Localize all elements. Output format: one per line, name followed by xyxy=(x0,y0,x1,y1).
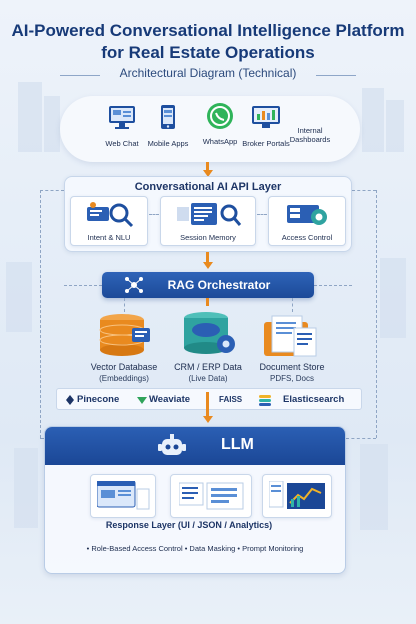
skyline-building xyxy=(360,444,388,530)
rag-orchestrator: RAG Orchestrator xyxy=(102,272,314,298)
memory-doc-icon xyxy=(177,203,242,226)
page-title-line1: AI-Powered Conversational Intelligence P… xyxy=(11,21,405,40)
analytics-chart-icon xyxy=(269,481,325,509)
flow-arrow xyxy=(203,416,213,423)
database-icon xyxy=(99,314,150,356)
store-vector-db: Vector Database (Embeddings) xyxy=(78,362,170,384)
documents-icon xyxy=(264,315,317,357)
store-documents: Document Store PDFS, Docs xyxy=(246,362,338,384)
store-name: Vector Database xyxy=(90,362,158,372)
store-name: Document Store xyxy=(259,362,325,372)
dashed-connector xyxy=(124,298,125,312)
flow-arrow xyxy=(203,170,213,177)
flow-arrow xyxy=(203,262,213,269)
skyline-building xyxy=(6,262,32,332)
governance-footer: • Role-Based Access Control • Data Maski… xyxy=(86,544,304,553)
vendor-weaviate: Weaviate xyxy=(149,394,191,405)
dashed-connector xyxy=(376,190,377,438)
channel-label: Internal Dashboards xyxy=(289,126,331,144)
pinecone-icon xyxy=(66,395,74,405)
dashed-connector xyxy=(40,190,64,191)
dashed-connector xyxy=(346,438,376,439)
response-layer-title: Response Layer (UI / JSON / Analytics) xyxy=(105,520,273,530)
page-subtitle: Architectural Diagram (Technical) xyxy=(119,66,297,80)
card-intent-nlu: Intent & NLU xyxy=(70,196,148,246)
shield-key-icon xyxy=(287,205,327,225)
page-title-line2: for Real Estate Operations xyxy=(101,43,315,62)
store-name: CRM / ERP Data xyxy=(174,362,242,372)
channel-whatsapp: WhatsApp xyxy=(190,102,250,146)
store-detail: PDFS, Docs xyxy=(269,374,314,383)
skyline-building xyxy=(44,96,60,152)
channel-internal-dashboards: Internal Dashboards xyxy=(282,126,338,144)
store-detail: (Embeddings) xyxy=(99,374,149,383)
portal-icon xyxy=(252,106,280,128)
dashed-connector xyxy=(352,190,376,191)
divider xyxy=(316,75,356,76)
whatsapp-icon xyxy=(207,103,233,129)
response-ui-panel xyxy=(90,474,156,518)
database-gear-icon xyxy=(184,312,235,354)
dashed-connector xyxy=(64,285,102,286)
vendor-pinecone: Pinecone xyxy=(77,394,120,405)
channel-web-chat: Web Chat xyxy=(92,104,152,148)
channel-broker-portals: Broker Portals xyxy=(236,104,296,148)
vendor-faiss: FAISS xyxy=(219,395,243,404)
card-label: Intent & NLU xyxy=(87,233,131,242)
channel-mobile-apps: Mobile Apps xyxy=(138,104,198,148)
card-connector xyxy=(149,214,159,215)
web-ui-icon xyxy=(97,481,150,510)
vendor-elasticsearch: Elasticsearch xyxy=(283,394,345,405)
channel-label: Broker Portals xyxy=(242,139,290,148)
llm-header: LLM xyxy=(45,427,345,465)
mobile-icon xyxy=(161,105,175,129)
flow-connector xyxy=(206,392,209,416)
elasticsearch-icon xyxy=(259,395,271,406)
store-crm-erp: CRM / ERP Data (Live Data) xyxy=(162,362,254,384)
dashed-connector xyxy=(40,438,46,439)
store-detail: (Live Data) xyxy=(188,374,228,383)
weaviate-icon xyxy=(137,397,147,404)
network-hub-icon xyxy=(125,277,143,293)
monitor-icon xyxy=(109,106,135,129)
skyline-building xyxy=(14,448,38,528)
channel-label: WhatsApp xyxy=(202,137,238,146)
card-label: Session Memory xyxy=(180,233,236,242)
divider xyxy=(60,75,100,76)
card-session-memory: Session Memory xyxy=(160,196,256,246)
subtitle-row: Architectural Diagram (Technical) xyxy=(60,66,356,84)
robot-icon xyxy=(158,434,186,455)
skyline-building xyxy=(386,100,404,152)
response-analytics-panel xyxy=(262,474,332,518)
json-icon xyxy=(179,482,244,510)
channel-label: Mobile Apps xyxy=(147,139,189,148)
intent-search-icon xyxy=(87,202,134,228)
skyline-building xyxy=(362,88,384,152)
dashed-connector xyxy=(40,190,41,438)
dashed-connector xyxy=(314,285,352,286)
card-access-control: Access Control xyxy=(268,196,346,246)
api-layer-title: Conversational AI API Layer xyxy=(134,181,282,193)
card-connector xyxy=(257,214,267,215)
flow-connector xyxy=(206,298,209,306)
channel-label: Web Chat xyxy=(105,139,139,148)
vendor-bar: Pinecone Weaviate FAISS Elasticsearch xyxy=(56,388,362,410)
rag-label: RAG Orchestrator xyxy=(167,278,271,292)
card-label: Access Control xyxy=(281,233,333,242)
flow-connector xyxy=(206,252,209,262)
dashed-connector xyxy=(292,298,293,312)
skyline-building xyxy=(18,82,42,152)
flow-connector xyxy=(206,162,209,172)
llm-label: LLM xyxy=(221,436,254,453)
response-json-panel xyxy=(170,474,252,518)
skyline-building xyxy=(380,258,406,338)
